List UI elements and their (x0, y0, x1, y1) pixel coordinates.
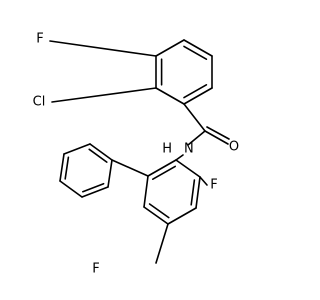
mid-ring-bond (195, 176, 201, 209)
top-ring-double-bond (183, 45, 208, 61)
atom-label-f-bottom: F (92, 262, 99, 277)
top-ring-bond (155, 87, 185, 105)
atom-label-f-top: F (36, 32, 43, 47)
mid-ring-double-bond (190, 179, 196, 206)
cl-bond (51, 87, 157, 103)
mid-ring-bond (143, 175, 149, 208)
mid-ring-bond (167, 207, 197, 225)
carbonyl-link-bond (183, 103, 206, 132)
left-ring-bond (63, 143, 91, 155)
amide-n-bond (187, 130, 206, 146)
n-aryl-bond (175, 154, 184, 161)
mid-ring-bond (143, 206, 169, 225)
mid-ring-bond (147, 159, 177, 177)
left-ring-bond (89, 143, 113, 161)
top-ring-double-bond (183, 84, 208, 99)
top-ring-bond (183, 87, 213, 105)
atom-label-n: N (184, 142, 194, 157)
atom-label-cl: Cl (33, 95, 46, 110)
bond-layer (49, 39, 230, 264)
carbonyl-double-bond (206, 126, 230, 140)
mid-ring-bond (175, 159, 201, 178)
f-top-bond (49, 40, 157, 57)
top-ring-bond (183, 39, 213, 57)
f-bottom-bond (155, 223, 169, 264)
left-ring-double-bond (88, 148, 108, 163)
left-ring-bond (107, 159, 113, 188)
left-ring-bond (59, 153, 65, 182)
mid-ring-double-bond (152, 165, 176, 180)
left-ring-bond (59, 180, 83, 198)
atom-label-h: H (162, 142, 172, 157)
mid-ring-double-bond (148, 203, 170, 219)
left-ring-bond (81, 186, 109, 198)
top-ring-bond (155, 39, 185, 57)
left-ring-double-bond (64, 156, 70, 180)
f-right-bond (199, 176, 208, 186)
molecule-structure: F Cl N H O F F (32, 31, 240, 277)
biaryl-bond (111, 159, 149, 177)
left-ring-double-bond (82, 182, 105, 193)
atom-label-o: O (229, 140, 239, 155)
carbonyl-bond (204, 130, 229, 145)
atom-label-f-right: F (210, 178, 217, 193)
